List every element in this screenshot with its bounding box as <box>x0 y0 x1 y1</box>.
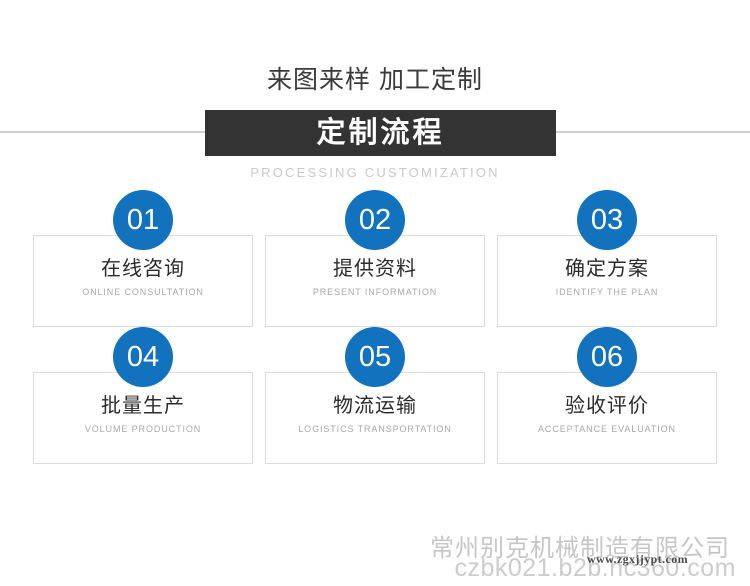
header-tagline: 来图来样 加工定制 <box>267 66 483 94</box>
step-card[interactable]: 01 在线咨询 ONLINE CONSULTATION <box>33 190 253 327</box>
watermark-domain-primary: czbk021.b2b.hc360.com <box>454 554 736 582</box>
step-number: 02 <box>358 203 392 236</box>
step-number-badge: 01 <box>113 190 173 250</box>
step-body: 确定方案 IDENTIFY THE PLAN <box>498 258 716 297</box>
step-number: 01 <box>126 203 160 236</box>
step-title: 在线咨询 <box>101 258 185 280</box>
step-title: 确定方案 <box>565 258 649 280</box>
step-card[interactable]: 03 确定方案 IDENTIFY THE PLAN <box>497 190 717 327</box>
step-card[interactable]: 06 验收评价 ACCEPTANCE EVALUATION <box>497 327 717 464</box>
watermark-company-name: 常州别克机械制造有限公司 <box>430 535 730 562</box>
page-header: 来图来样 加工定制 定制流程 PROCESSING CUSTOMIZATION <box>0 0 750 196</box>
step-subtitle: PRESENT INFORMATION <box>312 287 438 297</box>
step-title: 提供资料 <box>333 258 417 280</box>
step-subtitle: VOLUME PRODUCTION <box>84 424 202 434</box>
step-number: 03 <box>590 203 624 236</box>
header-banner: 定制流程 <box>205 110 556 156</box>
step-title: 验收评价 <box>565 395 649 417</box>
step-body: 批量生产 VOLUME PRODUCTION <box>34 395 252 434</box>
step-subtitle: ACCEPTANCE EVALUATION <box>538 424 676 434</box>
step-subtitle: LOGISTICS TRANSPORTATION <box>298 424 452 434</box>
step-title: 物流运输 <box>333 395 417 417</box>
step-subtitle: IDENTIFY THE PLAN <box>555 287 659 297</box>
step-card[interactable]: 05 物流运输 LOGISTICS TRANSPORTATION <box>265 327 485 464</box>
step-body: 在线咨询 ONLINE CONSULTATION <box>34 258 252 297</box>
step-number: 04 <box>126 340 160 373</box>
step-number-badge: 02 <box>345 190 405 250</box>
step-card[interactable]: 04 批量生产 VOLUME PRODUCTION <box>33 327 253 464</box>
page-title: 定制流程 <box>316 116 445 149</box>
step-body: 物流运输 LOGISTICS TRANSPORTATION <box>266 395 484 434</box>
step-card[interactable]: 02 提供资料 PRESENT INFORMATION <box>265 190 485 327</box>
step-number-badge: 03 <box>577 190 637 250</box>
process-steps-grid: 01 在线咨询 ONLINE CONSULTATION 02 提供资料 PRES… <box>33 190 717 464</box>
step-body: 提供资料 PRESENT INFORMATION <box>266 258 484 297</box>
step-subtitle: ONLINE CONSULTATION <box>82 287 204 297</box>
step-number-badge: 04 <box>113 327 173 387</box>
step-number-badge: 05 <box>345 327 405 387</box>
step-number: 05 <box>358 340 392 373</box>
header-subtitle: PROCESSING CUSTOMIZATION <box>250 165 500 180</box>
step-number-badge: 06 <box>577 327 637 387</box>
step-title: 批量生产 <box>101 395 185 417</box>
step-number: 06 <box>590 340 624 373</box>
watermark-domain-secondary: www.zgxjjypt.com <box>586 552 688 566</box>
step-body: 验收评价 ACCEPTANCE EVALUATION <box>498 395 716 434</box>
